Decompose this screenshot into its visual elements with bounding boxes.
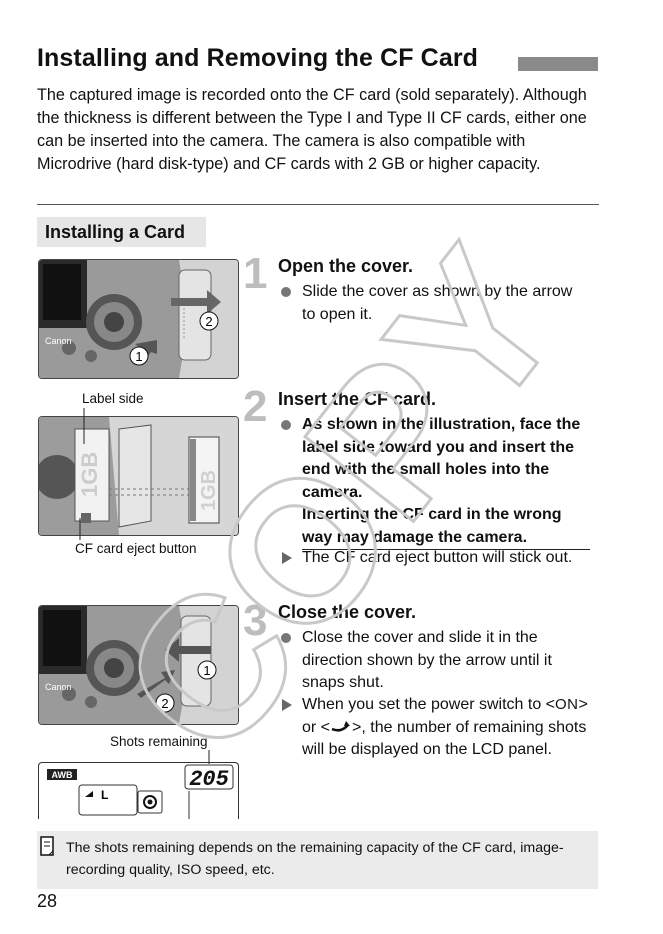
intro-paragraph: The captured image is recorded onto the … <box>37 86 587 173</box>
figure-open-cover: Canon 1 2 <box>38 259 239 379</box>
step-title-3: Close the cover. <box>278 602 417 622</box>
page-number: 28 <box>37 891 58 911</box>
arrow-label-2: 2 <box>205 314 212 329</box>
section-label: Installing a Card <box>37 217 206 247</box>
card-label-text: 1GB <box>77 452 102 497</box>
brand-logo: Canon <box>45 682 72 692</box>
step-title-2: Insert the CF card. <box>278 389 437 409</box>
step-number-2: 2 <box>243 382 268 431</box>
step-2-item-2: The CF card eject button will stick out. <box>282 547 592 570</box>
arrow-label-2: 2 <box>161 696 168 711</box>
memo-icon <box>40 836 54 856</box>
quick-control-dial-icon <box>331 720 351 732</box>
shots-count: 205 <box>189 767 229 792</box>
awb-indicator: AWB <box>52 770 73 780</box>
result-arrow-icon <box>282 552 292 564</box>
lcd-panel: AWB 205 L <box>38 762 239 819</box>
bullet-icon <box>281 287 291 297</box>
brand-logo: Canon <box>45 336 72 346</box>
label-side-caption: Label side <box>82 391 144 406</box>
figure-insert-card: 1GB 1GB <box>38 416 239 536</box>
arrow-label-1: 1 <box>203 663 210 678</box>
lcd-callout-line <box>208 750 210 764</box>
figure-close-cover: Canon 1 2 <box>38 605 239 725</box>
note-box <box>37 831 598 889</box>
warning-text: Inserting the CF card in the wrong way m… <box>302 504 590 550</box>
card-text: 1GB <box>198 470 220 511</box>
bullet-icon <box>281 633 291 643</box>
arrow-label-1: 1 <box>135 349 142 364</box>
step-1-item: Slide the cover as shown by the arrow to… <box>281 281 582 326</box>
eject-button-caption: CF card eject button <box>75 541 197 556</box>
power-on-symbol: ON <box>555 696 579 713</box>
note-text: The shots remaining depends on the remai… <box>66 840 564 878</box>
callout-lines <box>79 408 85 540</box>
divider <box>37 204 599 205</box>
step-3-item-1: Close the cover and slide it in the dire… <box>281 627 592 695</box>
step-number-3: 3 <box>243 596 268 645</box>
step-title-1: Open the cover. <box>278 256 414 276</box>
title-decor-bar <box>518 57 598 71</box>
step-2-item-1: As shown in the illustration, face the l… <box>281 414 598 550</box>
page-title: Installing and Removing the CF Card <box>37 44 479 72</box>
shots-remaining-caption: Shots remaining <box>110 734 208 749</box>
result-arrow-icon <box>282 699 292 711</box>
bullet-icon <box>281 420 291 430</box>
step-number-1: 1 <box>243 249 268 298</box>
step-3-item-2: When you set the power switch to <ON> or… <box>282 694 594 762</box>
quality-indicator: L <box>101 788 108 802</box>
